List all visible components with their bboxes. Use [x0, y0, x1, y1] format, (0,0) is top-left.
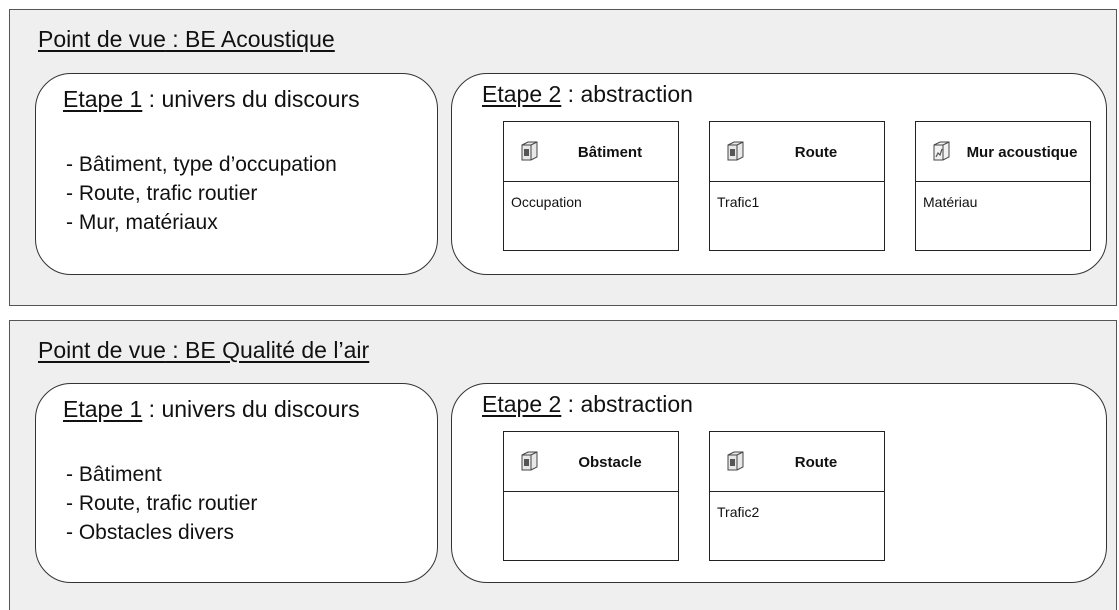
building-class-icon: [519, 140, 539, 162]
class-name: Obstacle: [578, 453, 642, 471]
discourse-item: Route, trafic routier: [66, 489, 258, 518]
viewpoint-title: Point de vue : BE Qualité de l’air: [38, 337, 370, 363]
discourse-item: Route, trafic routier: [66, 179, 337, 208]
class-attribute: Occupation: [511, 194, 582, 210]
step1-box: Etape 1 : univers du discours Bâtiment, …: [35, 73, 438, 275]
road-class-icon: [725, 140, 745, 162]
class-batiment: Bâtiment Occupation: [503, 121, 679, 251]
road-class-icon: [725, 450, 745, 472]
discourse-item: Mur, matériaux: [66, 208, 337, 237]
class-name: Route: [794, 453, 838, 471]
step1-box: Etape 1 : univers du discours Bâtiment R…: [35, 383, 438, 583]
class-attribute: Trafic2: [717, 504, 760, 520]
class-route: Route Trafic2: [709, 431, 885, 561]
class-name: Route: [794, 143, 838, 161]
class-attribute: Trafic1: [717, 194, 760, 210]
step2-heading: Etape 2 : abstraction: [482, 81, 693, 107]
discourse-item: Obstacles divers: [66, 518, 257, 547]
step1-heading: Etape 1 : univers du discours: [63, 396, 360, 422]
class-attribute: Matériau: [923, 194, 978, 210]
viewpoint-panel-qualite-air: Point de vue : BE Qualité de l’air Etape…: [9, 320, 1117, 610]
discourse-list: Bâtiment Route, trafic routier Obstacles…: [66, 460, 258, 547]
step2-box: Etape 2 : abstraction Obstacle Route Tra…: [451, 383, 1107, 583]
class-name: Mur acoustique: [966, 143, 1078, 161]
step2-box: Etape 2 : abstraction Bâtiment Occupatio…: [451, 73, 1107, 275]
wall-class-icon: [931, 140, 951, 162]
class-name: Bâtiment: [577, 143, 643, 161]
viewpoint-title: Point de vue : BE Acoustique: [38, 26, 335, 52]
class-mur-acoustique: Mur acoustique Matériau: [915, 121, 1091, 251]
step2-heading: Etape 2 : abstraction: [482, 391, 693, 417]
discourse-item: Bâtiment, type d’occupation: [66, 150, 337, 179]
obstacle-class-icon: [519, 450, 539, 472]
discourse-list: Bâtiment, type d’occupation Route, trafi…: [66, 150, 337, 237]
viewpoint-panel-acoustique: Point de vue : BE Acoustique Etape 1 : u…: [9, 9, 1117, 306]
class-route: Route Trafic1: [709, 121, 885, 251]
class-obstacle: Obstacle: [503, 431, 679, 561]
discourse-item: Bâtiment: [66, 460, 257, 489]
step1-heading: Etape 1 : univers du discours: [63, 86, 360, 112]
